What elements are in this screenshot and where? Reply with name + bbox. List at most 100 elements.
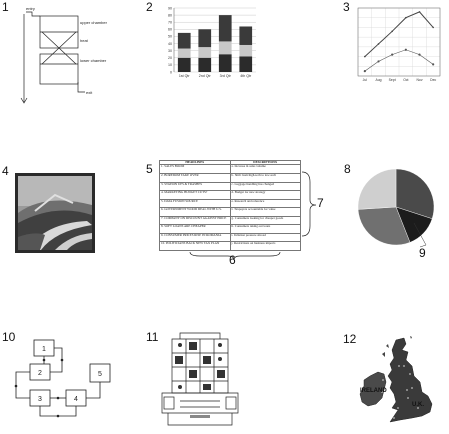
y-tick-label: 0 [170,70,172,74]
junction-dot [56,414,60,418]
bar-segment [239,26,253,45]
pie-slice [357,206,411,246]
panel-number-12: 12 [343,332,357,346]
y-tick-label: 10 [168,63,172,67]
panel-number-7: 7 [317,196,324,210]
panel12-map-uk-ireland: IRELAND U.K. [359,336,433,423]
panel1-cross-arrows [40,31,78,65]
panel1-flow-diagram: entry upper chamber heat lower chamber e… [20,6,108,104]
series-line [364,49,434,72]
y-tick-label: 40 [168,42,172,46]
y-tick-label: 70 [168,21,172,25]
panel10-block-diagram: 1 2 3 4 5 [14,339,111,418]
connector-bottom [39,406,77,417]
map-label-uk: U.K. [412,402,424,408]
panel5-callout-brackets [189,171,317,261]
bar-segment [218,41,232,55]
place-dot [382,379,384,381]
x-tick-label: 1st Qtr [179,74,191,78]
data-point [405,16,407,19]
panel8-pie-chart [357,168,435,248]
table-header-row: HEADLINES DESCRIPTIONS [159,159,301,166]
junction-dot [60,358,64,362]
panel1-label-lower-chamber: lower chamber [80,58,107,63]
y-tick-label: 50 [168,35,172,39]
pie-slice [357,168,397,210]
y-tick-label: 30 [168,49,172,53]
panel-number-11: 11 [146,330,159,344]
panel1-exit-line [77,82,85,93]
x-tick-label: Oct [403,78,408,82]
place-dot [381,391,383,393]
panel11-floor-plan [161,332,239,426]
table-header-descriptions: DESCRIPTIONS [229,159,301,166]
bar-segment [177,32,191,49]
bar-segment [177,57,191,72]
bar-segment [239,44,253,57]
y-tick-label: 20 [168,56,172,60]
data-point [364,55,366,58]
bar-segment [218,54,232,72]
panel-number-10: 10 [2,330,16,344]
place-dot [411,387,413,389]
panel1-entry-arrow [20,11,40,104]
y-tick-label: 90 [168,6,172,10]
map-scattered-islands [382,336,412,357]
bracket-6 [189,251,281,261]
place-dot [409,373,411,375]
data-point [363,70,366,73]
panel-number-3: 3 [343,0,350,14]
block-label-5: 5 [98,371,102,378]
place-dot [406,389,408,391]
panel1-lower-chamber-box [39,53,79,85]
map-label-ireland: IRELAND [360,388,387,394]
panel4-landscape-illustration [15,173,95,253]
data-point [418,53,421,56]
callout-line-9 [413,222,427,248]
panel1-label-heat: heat [80,38,89,43]
bracket-7 [301,171,317,237]
block-label-3: 3 [38,396,42,403]
connector-loop-left [15,371,30,399]
x-tick-label: Aug [375,78,381,82]
block-label-4: 4 [74,396,78,403]
map-great-britain [387,337,433,423]
table-cell: j. Restrictions on business imports [229,241,301,251]
data-point [377,60,380,63]
x-tick-label: Nov [416,78,422,82]
pie-slice [395,168,435,219]
block-label-2: 2 [38,370,42,377]
plot-frame [357,7,441,77]
data-point [391,53,394,56]
panel-number-1: 1 [2,0,9,14]
bar-segment [177,48,191,58]
junction-dot [42,358,46,362]
x-tick-label: 3rd Qtr [220,74,232,78]
x-tick-label: Dec [430,78,436,82]
bar-segment [239,56,253,72]
x-tick-label: Sept [389,78,396,82]
connector-4-5 [86,382,101,399]
y-tick-label: 60 [168,28,172,32]
panel1-label-exit: exit [86,90,93,95]
y-tick-label: 80 [168,13,172,17]
place-dot [393,417,395,419]
bar-segment [198,47,212,58]
panel1-label-upper-chamber: upper chamber [80,20,108,25]
block-label-1: 1 [42,346,46,353]
data-point [377,43,380,45]
data-point [418,11,421,13]
series-line [364,11,434,57]
place-dot [407,397,409,399]
panel1-label-entry: entry [26,6,35,11]
junction-dot [14,384,18,388]
bar-segment [198,29,212,48]
place-dot [403,365,405,367]
map-ireland [359,371,387,407]
panel-number-2: 2 [146,0,153,14]
bar-segment [218,15,232,42]
junction-dot [56,396,60,400]
